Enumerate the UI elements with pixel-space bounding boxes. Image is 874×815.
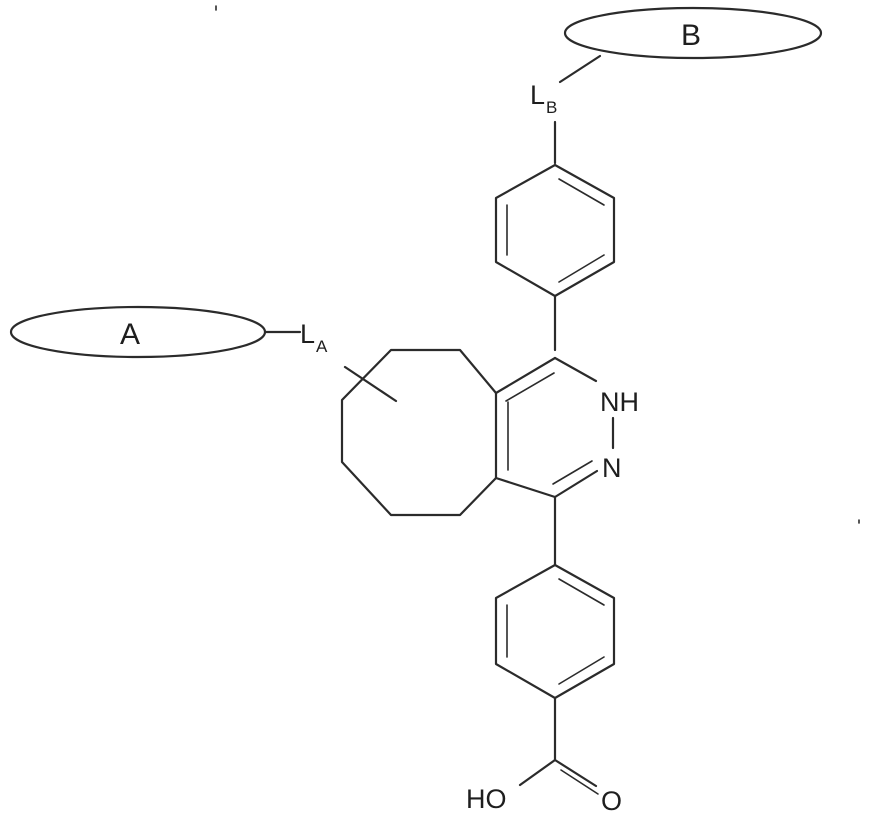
bottom-phenyl-ring	[496, 497, 614, 698]
bond-carbonyl-o-double	[561, 770, 598, 794]
group-b-label: B	[681, 19, 701, 52]
bond-c4-nh	[555, 358, 596, 381]
bond-n-c1-double	[553, 461, 592, 484]
bottom-phenyl-double-2	[559, 657, 604, 684]
top-phenyl-double-2	[559, 255, 604, 282]
cyclooctane-outline	[342, 350, 496, 515]
top-phenyl-double-1	[559, 179, 604, 205]
atom-n: N	[602, 453, 622, 483]
bond-c4a-c4-double	[506, 373, 554, 401]
linker-lb-sub: B	[546, 98, 557, 117]
atom-ho: HO	[466, 784, 507, 814]
bond-c4a-c4	[496, 358, 555, 393]
pyridazine-ring: NH N	[496, 358, 639, 497]
bond-carbonyl-oh	[520, 760, 555, 785]
group-a-label: A	[120, 318, 140, 351]
bond-carbonyl-o	[555, 760, 596, 786]
linker-lb-main: L	[530, 80, 545, 110]
linker-la-main: L	[300, 319, 315, 349]
atom-o: O	[601, 786, 622, 815]
bond-c1-c8a	[496, 478, 555, 497]
linker-lb: L B	[530, 56, 600, 163]
group-a: A	[11, 307, 265, 357]
bottom-phenyl-hexagon	[496, 565, 614, 698]
linker-la: L A	[265, 319, 396, 401]
carboxylic-acid-group: HO O	[466, 698, 622, 815]
cyclooctane-ring	[342, 350, 496, 515]
top-phenyl-hexagon	[496, 165, 614, 296]
top-phenyl-ring	[496, 165, 614, 350]
atom-nh: NH	[600, 387, 639, 417]
bond-n-c1	[555, 471, 597, 497]
group-b: B	[565, 8, 821, 58]
bottom-phenyl-double-1	[559, 579, 604, 605]
linker-la-sub: A	[316, 337, 328, 356]
bond-b-to-lb	[560, 56, 600, 82]
